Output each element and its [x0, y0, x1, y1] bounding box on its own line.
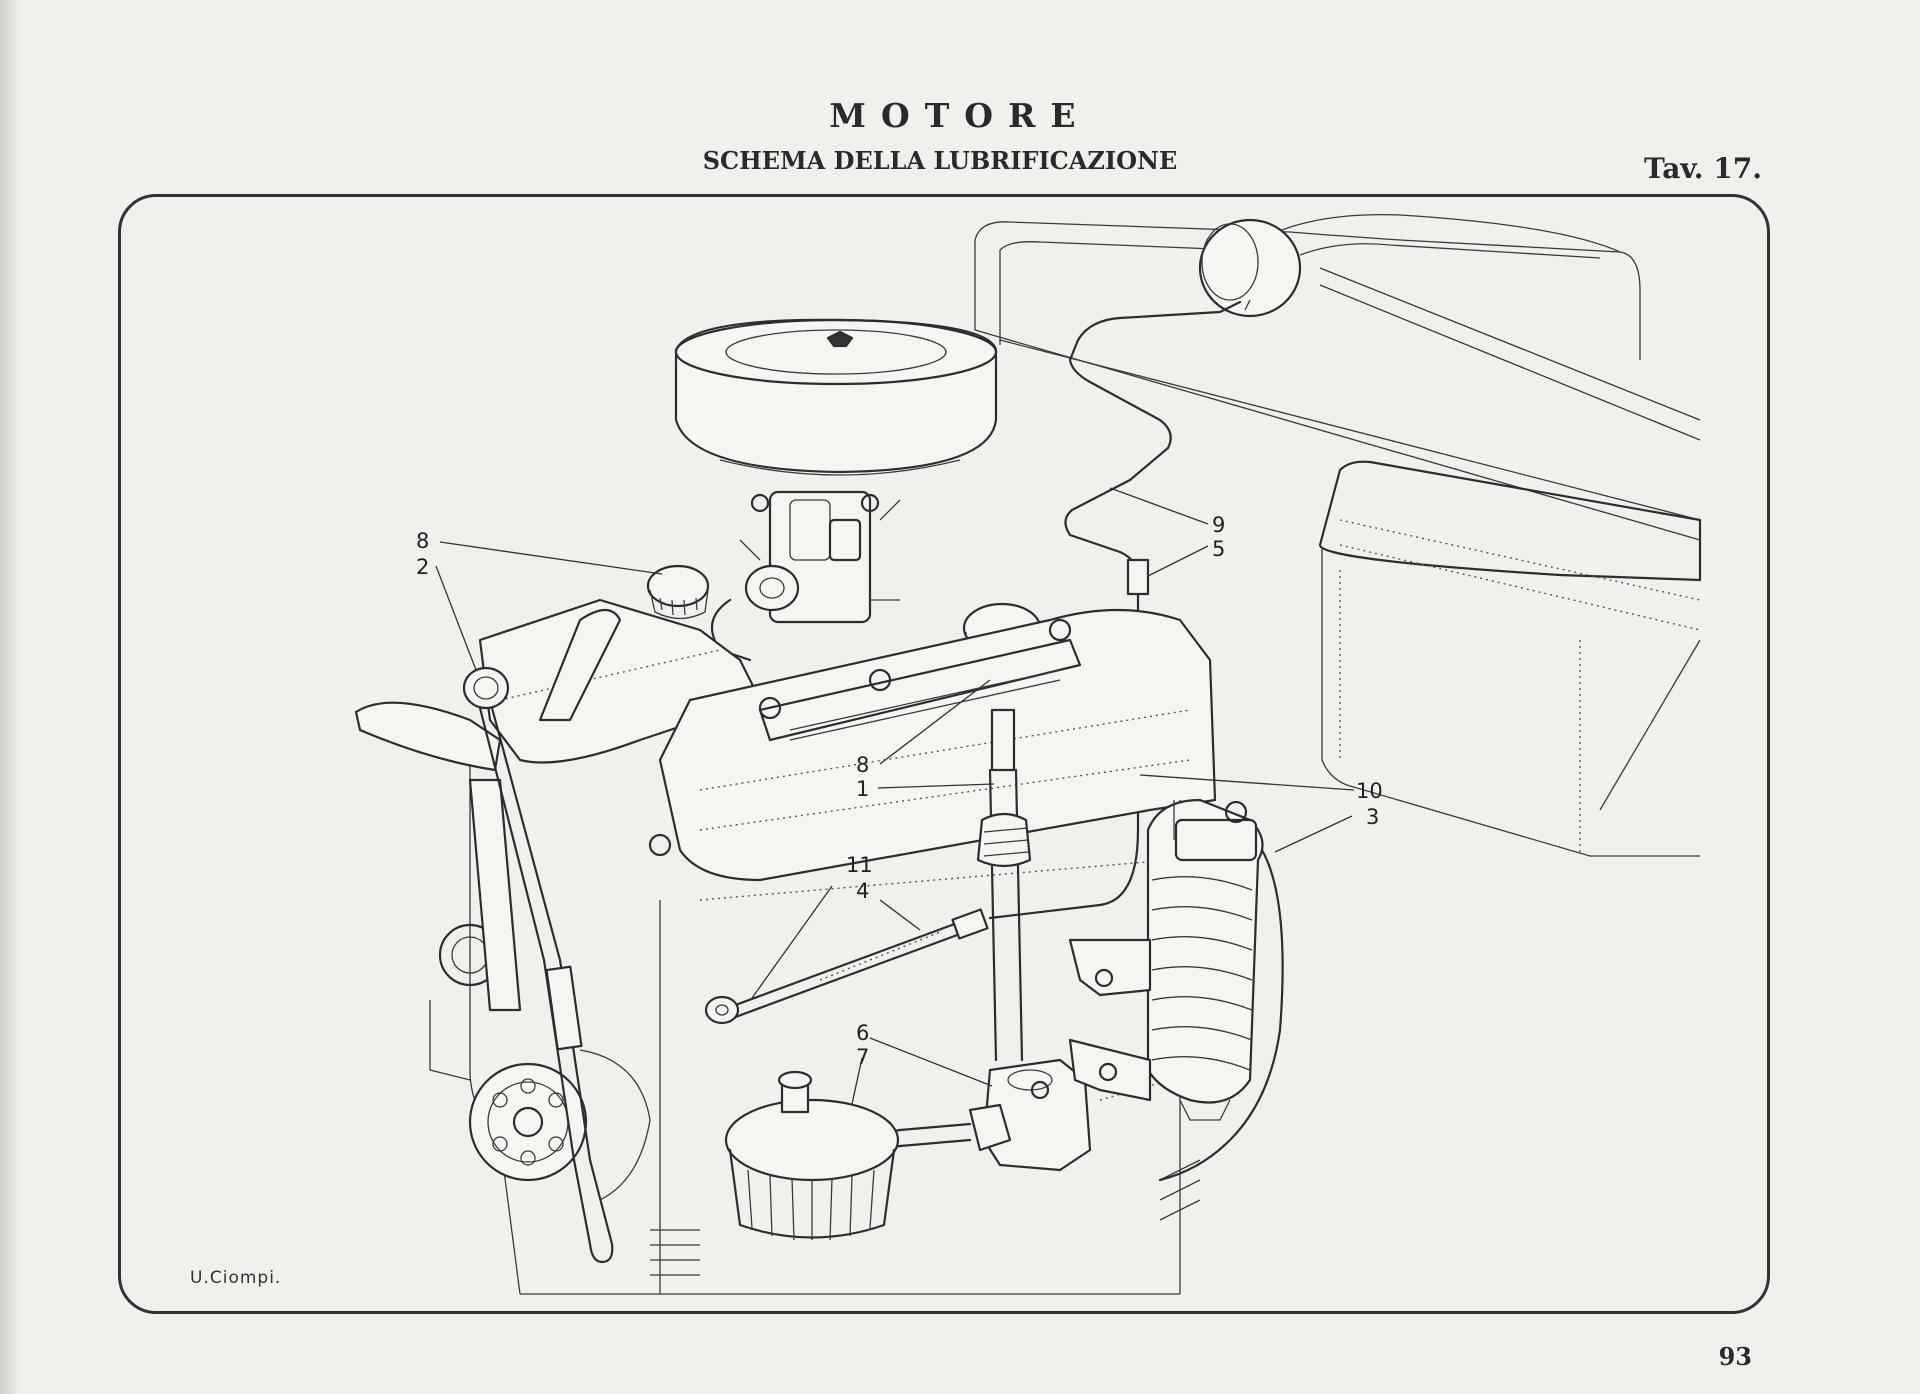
callout-2: 2	[416, 555, 430, 579]
plate-number: Tav. 17.	[1644, 152, 1762, 185]
oil-pump-drive-shaft	[976, 708, 1032, 1062]
dipstick	[462, 666, 614, 1264]
battery-box	[1318, 460, 1702, 857]
oil-breather-canister	[1198, 218, 1302, 318]
oil-pipe-upper	[988, 300, 1242, 920]
oil-filler-cap-left	[646, 564, 710, 620]
carburetor	[710, 490, 901, 662]
callout-3: 3	[1366, 805, 1380, 829]
page-number: 93	[1718, 1342, 1752, 1371]
callout-11: 11	[846, 853, 873, 877]
callout-1: 1	[856, 777, 870, 801]
valve-cover-right	[648, 608, 1217, 882]
illustrator-signature: U.Ciompi.	[190, 1268, 282, 1288]
callout-5: 5	[1212, 537, 1226, 561]
page-title: MOTORE	[829, 96, 1091, 135]
callout-6: 6	[856, 1021, 870, 1045]
callout-10: 10	[1356, 779, 1383, 803]
pipe-union-fitting	[1126, 558, 1150, 596]
cooling-fan	[354, 608, 622, 1012]
page-subtitle: SCHEMA DELLA LUBRIFICAZIONE	[702, 146, 1178, 175]
illustration-frame	[118, 194, 1770, 1314]
air-filter	[674, 318, 998, 476]
oil-strainer	[724, 1070, 900, 1241]
callout-4: 4	[856, 879, 870, 903]
callout-leaders	[435, 487, 1355, 1105]
book-spine-shadow	[0, 0, 22, 1394]
oil-filter	[1068, 798, 1284, 1182]
car-body-outline	[974, 214, 1701, 811]
callout-8-lower: 8	[856, 753, 870, 777]
callout-9: 9	[1212, 513, 1226, 537]
callout-7: 7	[856, 1045, 870, 1069]
oil-pressure-line	[704, 908, 989, 1025]
callout-8-upper: 8	[416, 529, 430, 553]
